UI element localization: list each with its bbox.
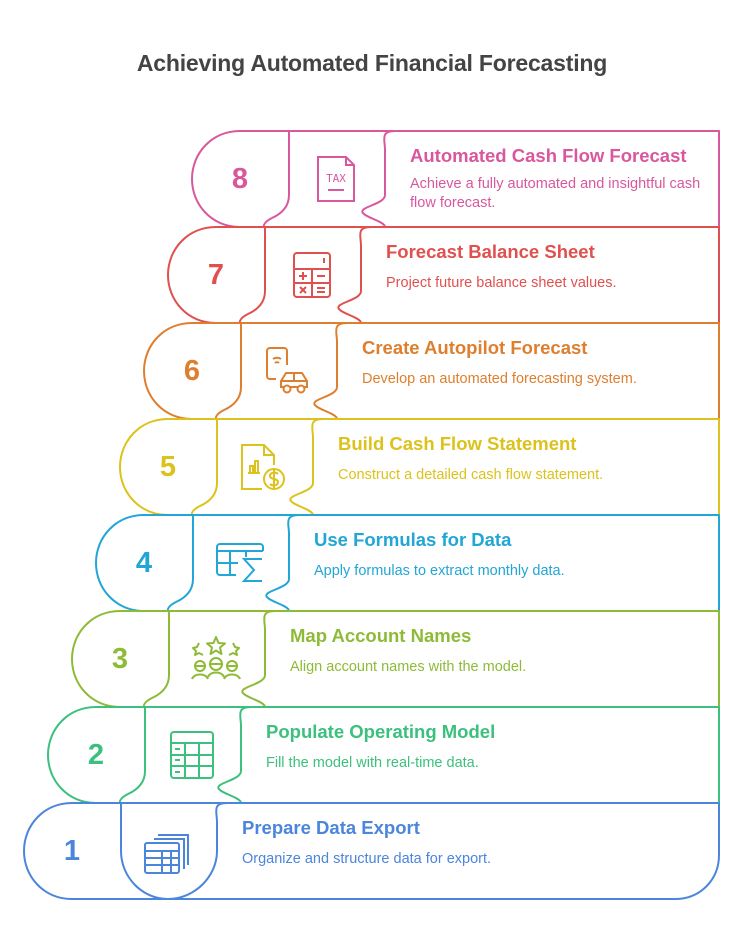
step-description: Project future balance sheet values.	[386, 275, 617, 291]
step-number: 2	[87, 739, 105, 771]
step-number: 3	[111, 643, 129, 675]
step-number: 5	[159, 451, 177, 483]
step-title: Map Account Names	[290, 625, 472, 646]
step-description: Construct a detailed cash flow statement…	[338, 467, 604, 483]
step-text: Automated Cash Flow Forecast Achieve a f…	[410, 145, 710, 213]
step-number: 8	[231, 163, 249, 195]
step-text: Populate Operating Model Fill the model …	[266, 721, 566, 773]
step-1-outline	[23, 802, 720, 900]
step-8: 8 TAX Automated Cash Flow Forecast Achie…	[0, 131, 744, 227]
step-4: 4 Use Formulas for Data Apply formulas t…	[0, 515, 744, 611]
step-description: Develop an automated forecasting system.	[362, 371, 637, 387]
step-description: Fill the model with real-time data.	[266, 755, 479, 771]
step-number: 6	[183, 355, 201, 387]
step-description: Align account names with the model.	[290, 659, 527, 675]
step-title: Create Autopilot Forecast	[362, 337, 588, 358]
step-description: Apply formulas to extract monthly data.	[314, 563, 565, 579]
step-number: 1	[63, 835, 81, 867]
step-1: 1 Prepare Data Export Organize and struc…	[0, 803, 744, 899]
spreadsheet-sigma-icon	[214, 537, 266, 589]
step-title: Automated Cash Flow Forecast	[410, 145, 687, 166]
tax-document-icon: TAX	[310, 153, 362, 205]
step-text: Map Account Names Align account names wi…	[290, 625, 590, 677]
step-title: Forecast Balance Sheet	[386, 241, 595, 262]
step-2: 2 Populate Operating Model Fill the mode…	[0, 707, 744, 803]
step-number: 7	[207, 259, 225, 291]
step-text: Forecast Balance Sheet Project future ba…	[386, 241, 686, 293]
step-3: 3 Map Account Names Align account names …	[0, 611, 744, 707]
step-text: Use Formulas for Data Apply formulas to …	[314, 529, 614, 581]
step-description: Organize and structure data for export.	[242, 851, 492, 867]
table-grid-icon	[166, 729, 218, 781]
step-number: 4	[135, 547, 153, 579]
step-title: Prepare Data Export	[242, 817, 420, 838]
step-5: 5 Build Cash Flow Statement Construct a …	[0, 419, 744, 515]
svg-text:TAX: TAX	[326, 172, 346, 185]
step-title: Build Cash Flow Statement	[338, 433, 577, 454]
step-title: Use Formulas for Data	[314, 529, 512, 550]
step-7: 7 Forecast Balance Sheet Project future …	[0, 227, 744, 323]
step-text: Build Cash Flow Statement Construct a de…	[338, 433, 638, 485]
calculator-icon	[286, 249, 338, 301]
step-text: Prepare Data Export Organize and structu…	[242, 817, 542, 869]
people-stars-icon	[190, 633, 242, 685]
step-text: Create Autopilot Forecast Develop an aut…	[362, 337, 662, 389]
stacked-tables-icon	[142, 825, 194, 877]
autopilot-car-phone-icon	[262, 345, 314, 397]
step-title: Populate Operating Model	[266, 721, 496, 742]
step-6: 6 Create Autopilot Forecast Develop an a…	[0, 323, 744, 419]
cash-flow-document-icon	[238, 441, 290, 493]
step-description: Achieve a fully automated and insightful…	[410, 176, 701, 211]
page-title: Achieving Automated Financial Forecastin…	[136, 50, 608, 76]
